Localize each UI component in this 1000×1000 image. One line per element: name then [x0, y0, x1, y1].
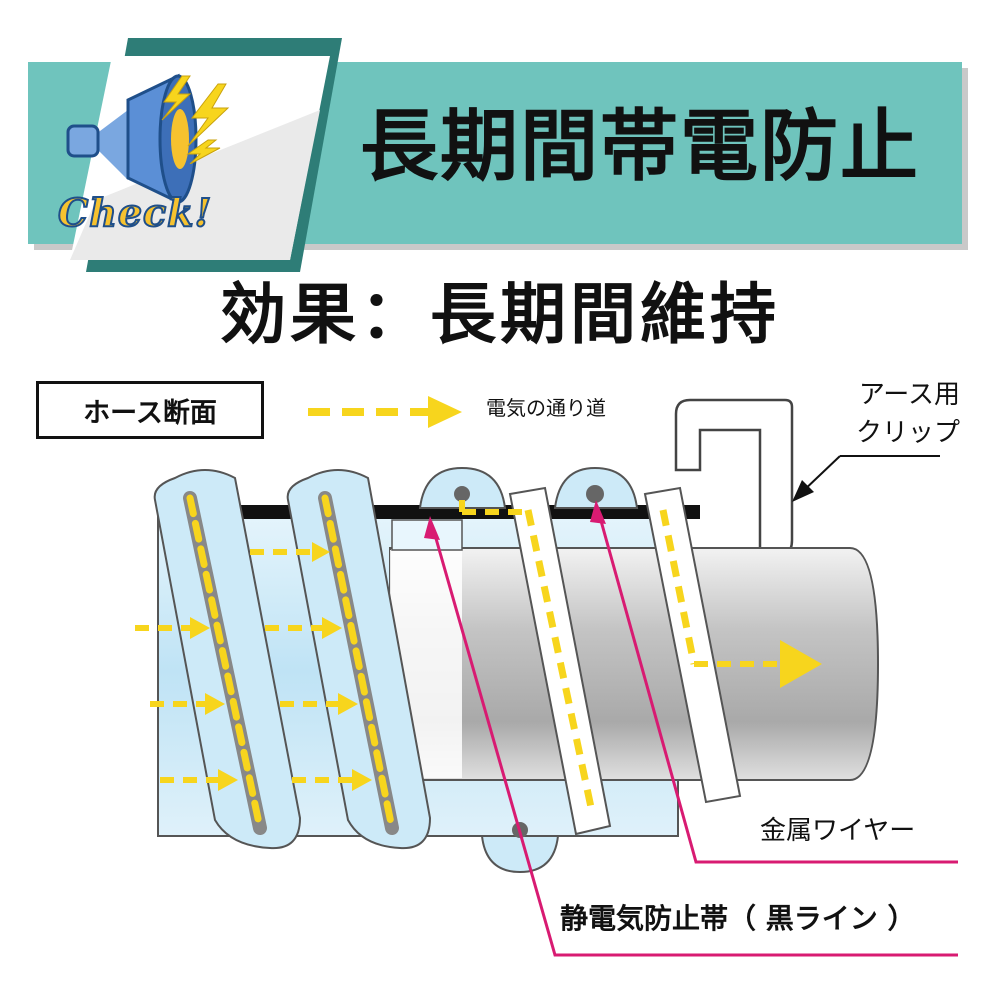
clip-label-line2: クリップ	[855, 418, 960, 448]
earth-clip	[674, 398, 794, 562]
legend-flow-label: 電気の通り道	[486, 396, 606, 420]
check-label: Check!	[57, 189, 213, 236]
band-strip-2	[643, 486, 742, 804]
pointer-arrowhead-wire	[590, 500, 606, 524]
effect-title: 効果：長期間維持	[220, 276, 780, 353]
band-strip-1	[508, 486, 612, 836]
flow-arrows	[135, 500, 822, 791]
pointer-arrowhead-band	[424, 516, 440, 540]
legend-hose-section: ホース断面	[36, 381, 264, 439]
band-label: 静電気防止帯（ 黒ライン ）	[560, 902, 916, 935]
wire-label: 金属ワイヤー	[760, 816, 916, 846]
hose-rib-2	[286, 469, 432, 850]
banner-title: 長期間帯電防止	[359, 102, 920, 192]
megaphone-icon	[66, 73, 198, 205]
lightning-icon	[161, 75, 230, 164]
clip-pointer-arrowhead	[792, 480, 814, 502]
wire-section-2	[553, 466, 639, 509]
pointer-lines	[431, 509, 958, 957]
metal-pipe	[389, 547, 880, 781]
clip-label-line1: アース用	[858, 380, 960, 410]
legend-flow-arrow	[308, 396, 462, 428]
hose-rib-1	[153, 469, 302, 850]
wire-section-1	[418, 466, 507, 509]
